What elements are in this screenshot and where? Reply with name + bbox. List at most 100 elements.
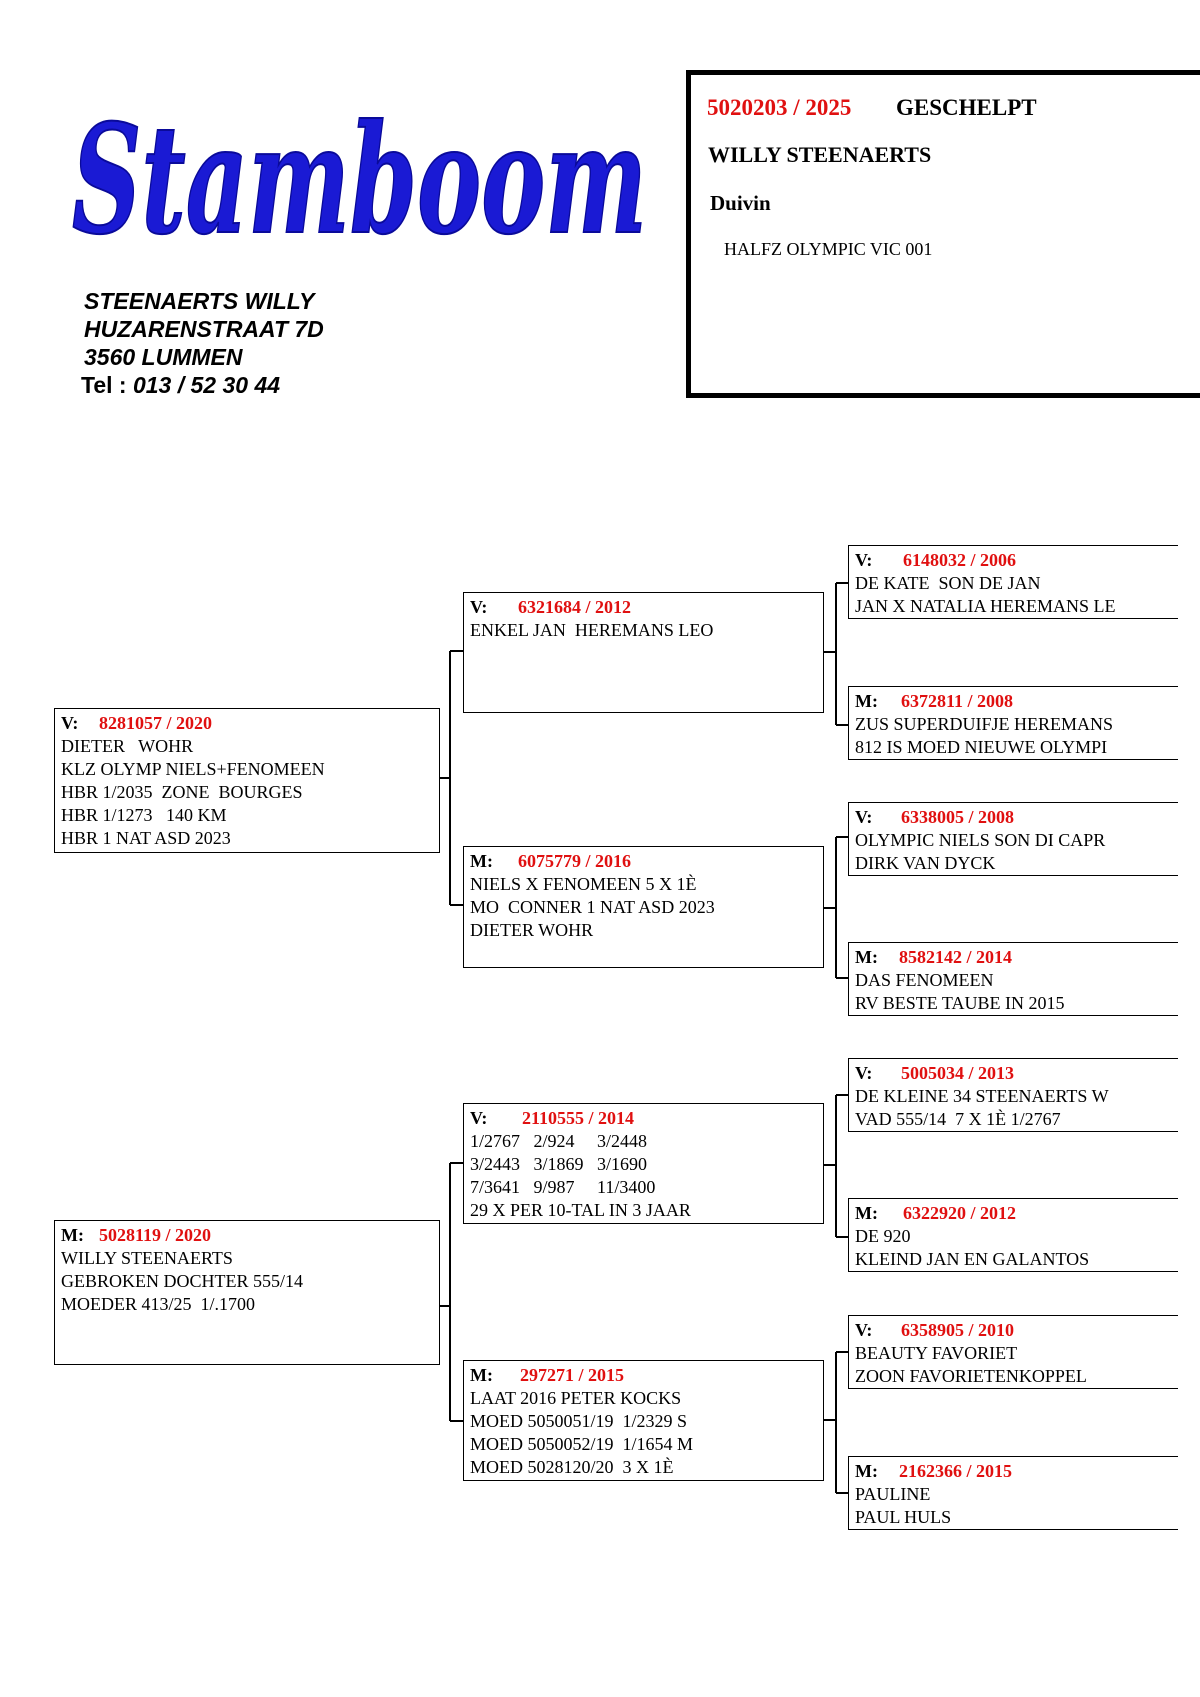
- ss-dam-line: 812 IS MOED NIEUWE OLYMPI: [855, 737, 1108, 757]
- sire-line: HBR 1/2035 ZONE BOURGES: [61, 782, 303, 802]
- sire-sire-card: V: 6321684 / 2012 ENKEL JAN HEREMANS LEO: [463, 592, 824, 713]
- sire-dam-line: NIELS X FENOMEEN 5 X 1È: [470, 874, 697, 894]
- dam-sire-line: 29 X PER 10-TAL IN 3 JAAR: [470, 1200, 691, 1220]
- owner-name: STEENAERTS WILLY: [84, 288, 315, 314]
- pigeon-header-box: 5020203 / 2025 GESCHELPT WILLY STEENAERT…: [686, 70, 1200, 398]
- ss-sire-ring: 6148032 / 2006: [903, 550, 1017, 570]
- sire-line: HBR 1/1273 140 KM: [61, 805, 227, 825]
- dd-sire-header: V: 6358905 / 2010: [855, 1319, 1178, 1342]
- pigeon-breeder: WILLY STEENAERTS: [708, 142, 932, 167]
- owner-phone: Tel : 013 / 52 30 44: [81, 371, 324, 399]
- ds-sire-card: V: 5005034 / 2013 DE KLEINE 34 STEENAERTS…: [848, 1058, 1178, 1132]
- sire-ring: 8281057 / 2020: [99, 713, 213, 733]
- dd-sire-card: V: 6358905 / 2010 BEAUTY FAVORIET ZOON FA…: [848, 1315, 1178, 1389]
- ds-sire-prefix: V:: [855, 1063, 873, 1083]
- pigeon-sex: Duivin: [710, 191, 771, 215]
- sire-sire-line: ENKEL JAN HEREMANS LEO: [470, 620, 714, 640]
- sd-dam-prefix: M:: [855, 947, 878, 967]
- dam-sire-prefix: V:: [470, 1108, 488, 1128]
- ds-dam-prefix: M:: [855, 1203, 878, 1223]
- ds-dam-card: M: 6322920 / 2012 DE 920 KLEIND JAN EN GA…: [848, 1198, 1178, 1272]
- sd-dam-line: RV BESTE TAUBE IN 2015: [855, 993, 1065, 1013]
- ss-dam-ring: 6372811 / 2008: [901, 691, 1014, 711]
- sire-prefix: V:: [61, 713, 79, 733]
- ss-dam-line: ZUS SUPERDUIFJE HEREMANS: [855, 714, 1114, 734]
- dd-dam-prefix: M:: [855, 1461, 878, 1481]
- dam-dam-line: MOED 5028120/20 3 X 1È: [470, 1457, 674, 1477]
- ds-sire-ring: 5005034 / 2013: [901, 1063, 1015, 1083]
- sd-dam-line: DAS FENOMEEN: [855, 970, 994, 990]
- dd-dam-header: M: 2162366 / 2015: [855, 1460, 1178, 1483]
- dam-header: M: 5028119 / 2020: [61, 1224, 439, 1247]
- dam-ring: 5028119 / 2020: [99, 1225, 212, 1245]
- ss-sire-prefix: V:: [855, 550, 873, 570]
- sd-sire-line: OLYMPIC NIELS SON DI CAPR: [855, 830, 1106, 850]
- sd-sire-prefix: V:: [855, 807, 873, 827]
- sire-dam-header: M: 6075779 / 2016: [470, 850, 823, 873]
- sd-dam-ring: 8582142 / 2014: [899, 947, 1013, 967]
- ss-sire-header: V: 6148032 / 2006: [855, 549, 1178, 572]
- pigeon-tag: GESCHELPT: [896, 95, 1037, 120]
- owner-address: STEENAERTS WILLY HUZARENSTRAAT 7D 3560 L…: [81, 287, 324, 399]
- sire-sire-prefix: V:: [470, 597, 488, 617]
- dam-line: MOEDER 413/25 1/.1700: [61, 1294, 256, 1314]
- dd-sire-line: ZOON FAVORIETENKOPPEL: [855, 1366, 1087, 1386]
- owner-phone-number: 013 / 52 30 44: [132, 372, 281, 398]
- dam-dam-line: MOED 5050052/19 1/1654 M: [470, 1434, 694, 1454]
- sire-dam-line: MO CONNER 1 NAT ASD 2023: [470, 897, 715, 917]
- dd-dam-line: PAULINE: [855, 1484, 931, 1504]
- sire-dam-line: DIETER WOHR: [470, 920, 594, 940]
- ds-dam-header: M: 6322920 / 2012: [855, 1202, 1178, 1225]
- dam-line: GEBROKEN DOCHTER 555/14: [61, 1271, 303, 1291]
- sire-line: HBR 1 NAT ASD 2023: [61, 828, 231, 848]
- sire-dam-card: M: 6075779 / 2016 NIELS X FENOMEEN 5 X 1È…: [463, 846, 824, 968]
- dam-sire-line: 3/2443 3/1869 3/1690: [470, 1154, 648, 1174]
- stamboom-logo: Stamboom: [72, 91, 648, 262]
- dam-prefix: M:: [61, 1225, 84, 1245]
- dd-dam-card: M: 2162366 / 2015 PAULINE PAUL HULS: [848, 1456, 1178, 1530]
- dam-dam-header: M: 297271 / 2015: [470, 1364, 823, 1387]
- pigeon-ring-number: 5020203 / 2025: [707, 95, 852, 120]
- sd-sire-ring: 6338005 / 2008: [901, 807, 1015, 827]
- dam-sire-line: 1/2767 2/924 3/2448: [470, 1131, 648, 1151]
- sd-dam-header: M: 8582142 / 2014: [855, 946, 1178, 969]
- stamboom-logo-text: Stamboom: [72, 92, 647, 262]
- ss-dam-prefix: M:: [855, 691, 878, 711]
- dam-sire-line: 7/3641 9/987 11/3400: [470, 1177, 656, 1197]
- owner-phone-label: Tel :: [81, 372, 127, 398]
- sire-dam-prefix: M:: [470, 851, 493, 871]
- ds-dam-ring: 6322920 / 2012: [903, 1203, 1017, 1223]
- ss-sire-card: V: 6148032 / 2006 DE KATE SON DE JAN JAN …: [848, 545, 1178, 619]
- ds-sire-line: DE KLEINE 34 STEENAERTS W: [855, 1086, 1109, 1106]
- dd-sire-ring: 6358905 / 2010: [901, 1320, 1015, 1340]
- ds-dam-line: KLEIND JAN EN GALANTOS: [855, 1249, 1090, 1269]
- sd-sire-header: V: 6338005 / 2008: [855, 806, 1178, 829]
- sire-header: V: 8281057 / 2020: [61, 712, 439, 735]
- sire-line: DIETER WOHR: [61, 736, 194, 756]
- dam-dam-prefix: M:: [470, 1365, 493, 1385]
- owner-street: HUZARENSTRAAT 7D: [84, 316, 324, 342]
- sd-sire-line: DIRK VAN DYCK: [855, 853, 996, 873]
- owner-city: 3560 LUMMEN: [84, 344, 243, 370]
- dam-dam-line: MOED 5050051/19 1/2329 S: [470, 1411, 688, 1431]
- sd-sire-card: V: 6338005 / 2008 OLYMPIC NIELS SON DI CA…: [848, 802, 1178, 876]
- sire-sire-header: V: 6321684 / 2012: [470, 596, 823, 619]
- sire-card: V: 8281057 / 2020 DIETER WOHR KLZ OLYMP N…: [54, 708, 440, 853]
- ss-dam-header: M: 6372811 / 2008: [855, 690, 1178, 713]
- dd-dam-line: PAUL HULS: [855, 1507, 952, 1527]
- ss-sire-line: DE KATE SON DE JAN: [855, 573, 1041, 593]
- sire-sire-ring: 6321684 / 2012: [518, 597, 632, 617]
- dam-line: WILLY STEENAERTS: [61, 1248, 233, 1268]
- dd-sire-prefix: V:: [855, 1320, 873, 1340]
- ds-dam-line: DE 920: [855, 1226, 911, 1246]
- pigeon-info: HALFZ OLYMPIC VIC 001: [724, 239, 933, 259]
- dam-dam-line: LAAT 2016 PETER KOCKS: [470, 1388, 682, 1408]
- sire-dam-ring: 6075779 / 2016: [518, 851, 632, 871]
- ss-dam-card: M: 6372811 / 2008 ZUS SUPERDUIFJE HEREMAN…: [848, 686, 1178, 760]
- ds-sire-line: VAD 555/14 7 X 1È 1/2767: [855, 1109, 1061, 1129]
- dd-sire-line: BEAUTY FAVORIET: [855, 1343, 1018, 1363]
- sire-line: KLZ OLYMP NIELS+FENOMEEN: [61, 759, 325, 779]
- dd-dam-ring: 2162366 / 2015: [899, 1461, 1013, 1481]
- dam-dam-ring: 297271 / 2015: [520, 1365, 625, 1385]
- ss-sire-line: JAN X NATALIA HEREMANS LE: [855, 596, 1116, 616]
